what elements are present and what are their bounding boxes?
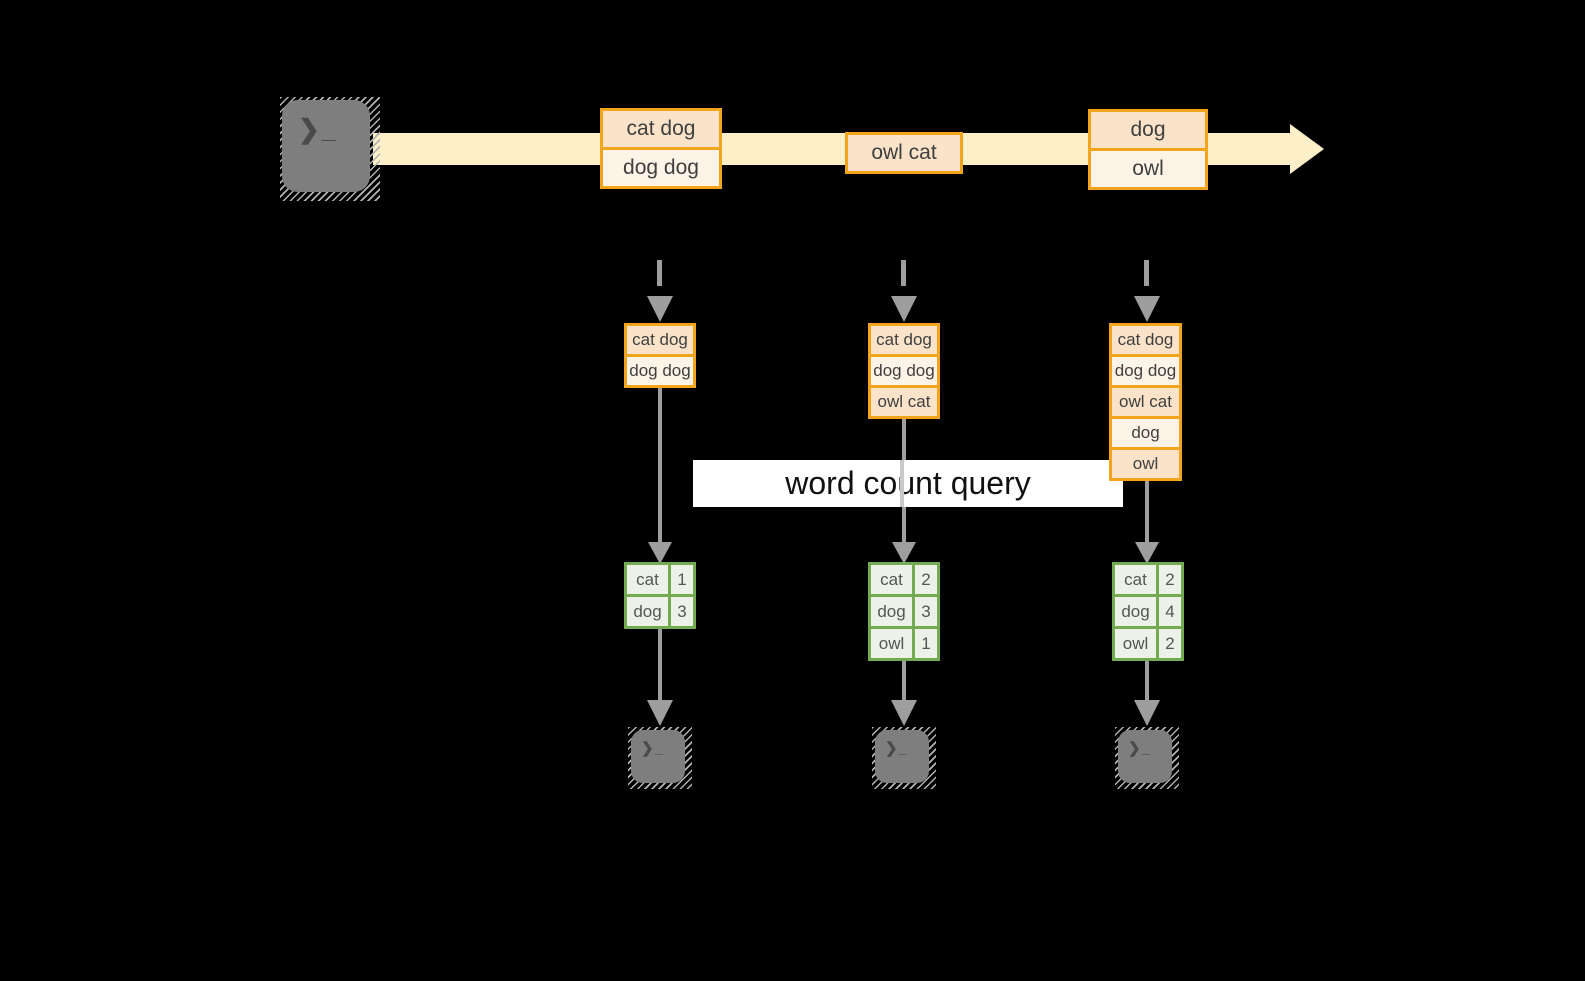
input-line: dog bbox=[1112, 416, 1179, 447]
input-line: cat dog bbox=[1112, 326, 1179, 354]
input-line: dog dog bbox=[627, 354, 693, 385]
input-line: dog dog bbox=[1112, 354, 1179, 385]
count-word-cell: cat bbox=[627, 565, 671, 594]
stream-event-box: owl cat bbox=[845, 132, 963, 174]
connector-line bbox=[658, 626, 662, 704]
terminal-prompt-icon: ❯_ bbox=[641, 740, 664, 757]
count-value-cell: 2 bbox=[1159, 565, 1181, 594]
count-word-cell: dog bbox=[871, 597, 915, 626]
connector-line-over-banner bbox=[900, 460, 904, 507]
connector-line bbox=[902, 656, 906, 704]
input-line: dog dog bbox=[871, 354, 937, 385]
count-value-cell: 3 bbox=[671, 597, 693, 626]
connector-arrow-head-icon bbox=[891, 700, 917, 726]
count-value-cell: 2 bbox=[915, 565, 937, 594]
count-value-cell: 4 bbox=[1159, 597, 1181, 626]
dashed-arrow-head-icon bbox=[647, 296, 673, 322]
input-line: owl cat bbox=[1112, 385, 1179, 416]
count-value-cell: 1 bbox=[915, 629, 937, 658]
terminal-prompt-icon: ❯_ bbox=[885, 740, 908, 757]
connector-arrow-head-icon bbox=[648, 542, 672, 564]
connector-arrow-head-icon bbox=[647, 700, 673, 726]
connector-line bbox=[1145, 477, 1149, 544]
stream-event-line: owl cat bbox=[848, 135, 960, 171]
dashed-arrow-line bbox=[901, 260, 906, 298]
query-banner: word count query bbox=[693, 460, 1123, 507]
dashed-arrow-head-icon bbox=[1134, 296, 1160, 322]
count-word-cell: dog bbox=[1115, 597, 1159, 626]
terminal-window: ❯_ bbox=[631, 730, 685, 783]
connector-arrow-head-icon bbox=[1135, 542, 1159, 564]
connector-arrow-head-icon bbox=[892, 542, 916, 564]
stream-event-line: dog bbox=[1091, 112, 1205, 148]
terminal-prompt-icon: ❯_ bbox=[1128, 740, 1151, 757]
input-line: owl cat bbox=[871, 385, 937, 416]
terminal-icon: ❯_ bbox=[628, 727, 692, 789]
input-line: owl bbox=[1112, 447, 1179, 478]
terminal-icon: ❯_ bbox=[280, 97, 380, 201]
count-value-cell: 3 bbox=[915, 597, 937, 626]
terminal-prompt-icon: ❯_ bbox=[298, 114, 339, 144]
connector-line bbox=[658, 386, 662, 544]
stream-event-line: owl bbox=[1091, 148, 1205, 187]
count-word-cell: cat bbox=[871, 565, 915, 594]
dashed-arrow-line bbox=[1144, 260, 1149, 298]
connector-arrow-head-icon bbox=[1134, 700, 1160, 726]
terminal-icon: ❯_ bbox=[872, 727, 936, 789]
terminal-window: ❯_ bbox=[282, 100, 370, 192]
terminal-icon: ❯_ bbox=[1115, 727, 1179, 789]
count-word-cell: owl bbox=[1115, 629, 1159, 658]
stream-event-line: cat dog bbox=[603, 111, 719, 147]
count-value-cell: 2 bbox=[1159, 629, 1181, 658]
connector-line bbox=[1145, 656, 1149, 704]
input-line: cat dog bbox=[627, 326, 693, 354]
terminal-window: ❯_ bbox=[875, 730, 929, 783]
count-word-cell: owl bbox=[871, 629, 915, 658]
count-value-cell: 1 bbox=[671, 565, 693, 594]
dashed-arrow-line bbox=[657, 260, 662, 298]
terminal-window: ❯_ bbox=[1118, 730, 1172, 783]
stream-event-line: dog dog bbox=[603, 147, 719, 186]
count-word-cell: cat bbox=[1115, 565, 1159, 594]
query-banner-label: word count query bbox=[785, 465, 1031, 501]
count-word-cell: dog bbox=[627, 597, 671, 626]
input-line: cat dog bbox=[871, 326, 937, 354]
stream-arrow-head-icon bbox=[1290, 124, 1324, 174]
dashed-arrow-head-icon bbox=[891, 296, 917, 322]
